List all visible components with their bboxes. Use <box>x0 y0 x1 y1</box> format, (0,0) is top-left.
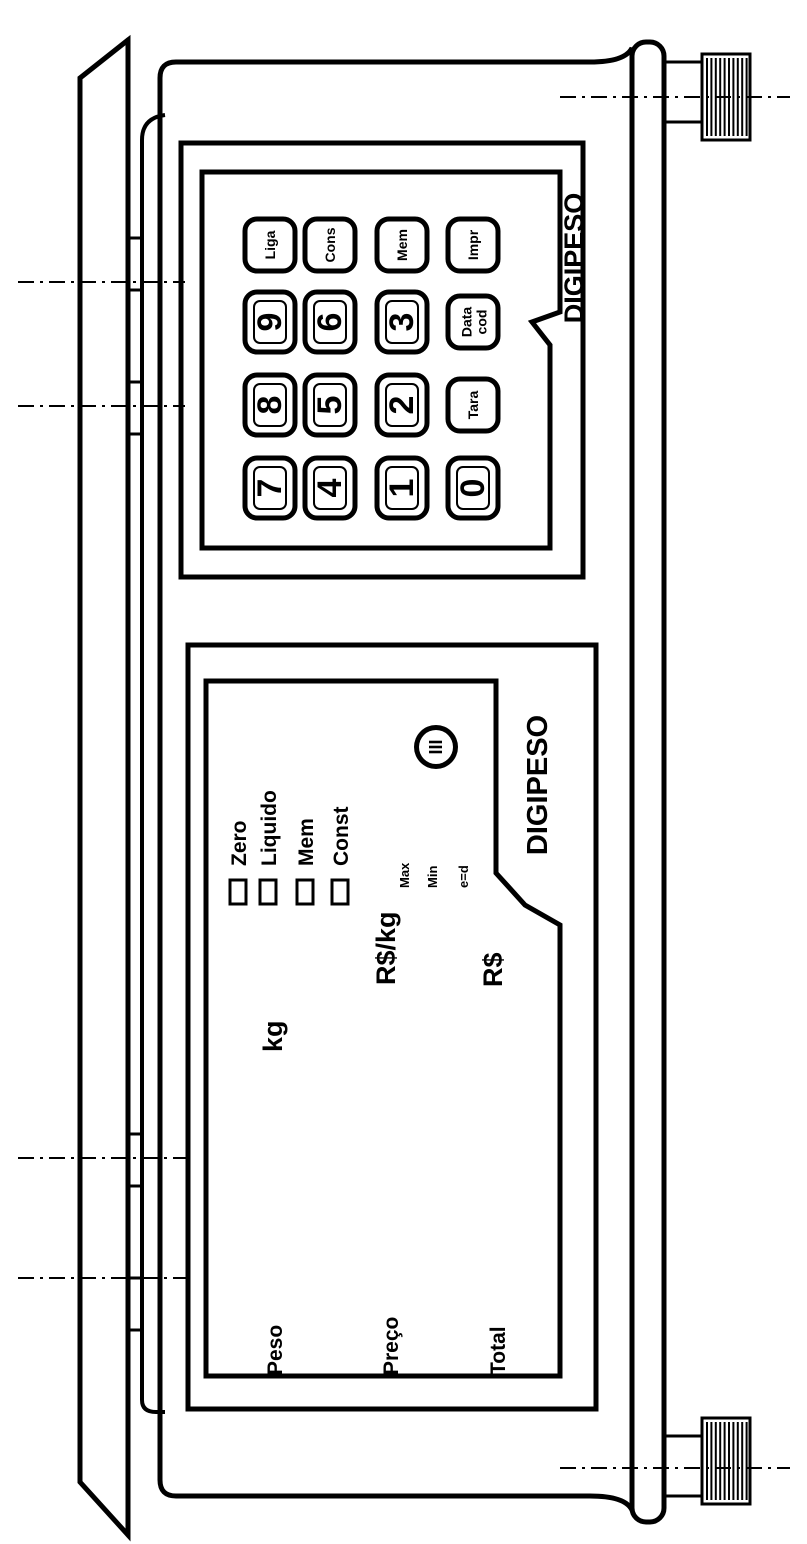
platter-plate <box>77 34 131 1542</box>
key-label: 7 <box>251 479 289 498</box>
indicator-label: Liquido <box>258 790 281 866</box>
indicator-zero: Zero <box>228 820 251 906</box>
display-name: Preço <box>380 1317 403 1375</box>
display-peso: Peso kg <box>258 1020 288 1375</box>
key-cons[interactable]: Cons <box>302 216 358 274</box>
display-unit: R$ <box>478 952 508 987</box>
key-label: Liga <box>262 230 278 259</box>
key-label: 3 <box>383 313 421 332</box>
display-name: Peso <box>264 1325 287 1375</box>
key-tara[interactable]: Tara <box>445 376 501 434</box>
key-data-cod[interactable]: Datacod <box>445 293 501 351</box>
key-1[interactable]: 1 <box>374 455 430 521</box>
key-label: 4 <box>311 478 349 497</box>
key-label: 9 <box>251 313 289 332</box>
display-pre-o: Preço R$/kg <box>371 911 403 1375</box>
key-0[interactable]: 0 <box>445 455 501 521</box>
inmetro-seal: III <box>414 725 458 769</box>
indicator-liquido: Liquido <box>258 790 281 906</box>
key-3[interactable]: 3 <box>374 289 430 355</box>
indicator-label: Zero <box>228 820 251 866</box>
display-total: Total R$ <box>478 952 510 1375</box>
indicator-list: Zero Liquido Mem Const <box>228 790 353 906</box>
key-8[interactable]: 8 <box>242 372 298 438</box>
key-2[interactable]: 2 <box>374 372 430 438</box>
spec-list: Max Min e=d <box>397 862 471 888</box>
key-label: 1 <box>383 479 421 498</box>
key-label: 2 <box>383 396 421 415</box>
key-impr[interactable]: Impr <box>445 216 501 274</box>
key-5[interactable]: 5 <box>302 372 358 438</box>
key-9[interactable]: 9 <box>242 289 298 355</box>
svg-text:III: III <box>426 739 446 754</box>
key-label: 6 <box>311 313 349 332</box>
key-4[interactable]: 4 <box>302 455 358 521</box>
display-unit: kg <box>258 1020 288 1052</box>
key-label: Tara <box>465 391 481 420</box>
indicator-mem: Mem <box>295 818 318 906</box>
key-mem[interactable]: Mem <box>374 216 430 274</box>
display-unit: R$/kg <box>371 911 401 985</box>
key-7[interactable]: 7 <box>242 455 298 521</box>
key-label: 8 <box>251 396 289 415</box>
key-label: Impr <box>465 229 481 260</box>
indicator-label: Mem <box>295 818 318 866</box>
indicator-const: Const <box>330 807 353 906</box>
spec-max: Max <box>397 862 412 888</box>
display-brand: DIGIPESO <box>522 715 554 855</box>
key-label: Datacod <box>459 307 490 338</box>
spec-min: Min <box>425 866 440 888</box>
indicator-label: Const <box>330 807 353 867</box>
key-label: Mem <box>394 229 410 261</box>
key-label: Cons <box>322 227 338 262</box>
key-label: 5 <box>311 396 349 415</box>
foot-bottom <box>662 1416 752 1506</box>
spec-e-d: e=d <box>456 865 471 888</box>
display-panel <box>185 642 599 1412</box>
display-name: Total <box>487 1326 510 1375</box>
keypad-panel <box>178 140 586 580</box>
key-6[interactable]: 6 <box>302 289 358 355</box>
keypad-brand: DIGIPESO <box>559 193 589 324</box>
keypad: 7 8 9 Liga 4 5 6 Cons 1 2 3 Mem 0 Tara Datacod Impr <box>242 216 501 521</box>
platter-support <box>126 113 166 1414</box>
key-label: 0 <box>454 479 492 498</box>
center-lines <box>18 96 790 1469</box>
side-rail <box>629 39 667 1525</box>
key-liga[interactable]: Liga <box>242 216 298 274</box>
